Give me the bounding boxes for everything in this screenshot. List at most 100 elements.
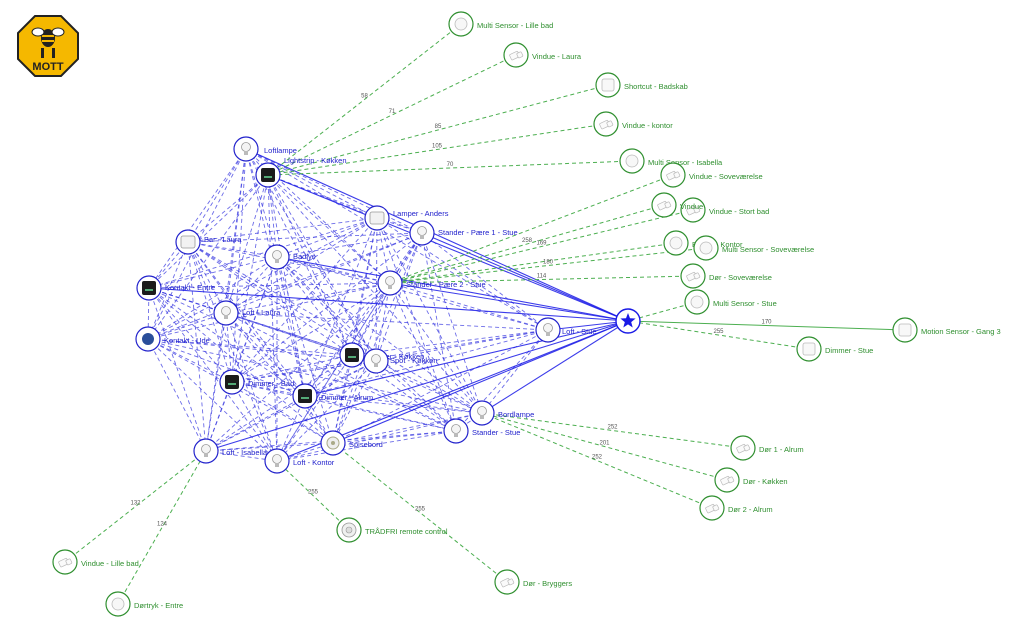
node-multi-isabella[interactable]: Multi Sensor - Isabella bbox=[619, 148, 723, 174]
mesh-link bbox=[304, 360, 377, 397]
link-quality-label: 71 bbox=[389, 109, 396, 115]
coordinator-link bbox=[389, 282, 629, 322]
mesh-link bbox=[332, 360, 377, 444]
node-label: Stander - Pære 1 - Stue bbox=[438, 228, 518, 237]
node-dimmer-kokken[interactable]: Dimmer - Køkken bbox=[339, 342, 424, 368]
node-label: Spisebord bbox=[349, 440, 383, 449]
mesh-link bbox=[304, 395, 483, 414]
node-dor-sovevaerelse[interactable]: Dør - Soveværelse bbox=[680, 263, 772, 289]
node-vindue-lille-bad[interactable]: Vindue - Lille bad bbox=[52, 549, 139, 575]
node-spot-kokken[interactable]: Spot - Køkken bbox=[363, 348, 438, 374]
router-mesh-links bbox=[147, 148, 549, 462]
node-vindue-laura[interactable]: Vindue - Laura bbox=[503, 42, 582, 68]
node-dimmer-stue[interactable]: Dimmer - Stue bbox=[796, 336, 873, 362]
mesh-link bbox=[147, 338, 377, 362]
node-tradfri-remote[interactable]: TRÅDFRI remote control bbox=[336, 517, 448, 543]
node-bar-laura[interactable]: Bar - Laura bbox=[175, 229, 242, 255]
node-multi-lille-bad[interactable]: Multi Sensor - Lille bad bbox=[448, 11, 553, 37]
mesh-link bbox=[187, 241, 207, 452]
mesh-link bbox=[304, 282, 391, 397]
node-label: Loft - Kontor bbox=[293, 458, 335, 467]
black-icon bbox=[261, 168, 275, 182]
contact-icon bbox=[686, 271, 701, 282]
node-kontakt-ude[interactable]: Kontakt - Ude bbox=[135, 326, 210, 352]
bulb-icon bbox=[385, 276, 395, 289]
node-loft-stue[interactable]: Loft - Stue bbox=[535, 317, 597, 343]
node-dor-bryggers[interactable]: Dør - Bryggers bbox=[494, 569, 572, 595]
node-stander-pare2-stue[interactable]: Stander - Pære 2 - Stue bbox=[377, 270, 486, 296]
mesh-link bbox=[187, 241, 391, 284]
node-multi-stue[interactable]: Multi Sensor - Stue bbox=[684, 289, 777, 315]
sensor-icon bbox=[699, 241, 713, 255]
mesh-link bbox=[276, 256, 377, 362]
mesh-link bbox=[231, 381, 278, 462]
end-device-link bbox=[267, 84, 609, 176]
node-multi-sovevaerelse[interactable]: Multi Sensor - Soveværelse bbox=[693, 235, 814, 261]
node-loft-isabella[interactable]: Loft - Isabella bbox=[193, 438, 268, 464]
mesh-link bbox=[332, 329, 549, 444]
node-motion-gang3[interactable]: Motion Sensor - Gang 3 bbox=[892, 317, 1001, 343]
link-quality-label: 258 bbox=[522, 238, 533, 244]
node-label: Vindue bbox=[680, 202, 703, 211]
node-loft-laura[interactable]: Loft - Laura bbox=[213, 300, 281, 326]
node-vindue-sovevaerelse[interactable]: Vindue - Soveværelse bbox=[660, 162, 763, 188]
mesh-link bbox=[276, 354, 353, 462]
node-lightstrip-kokken[interactable]: Lightstrip - Køkken bbox=[255, 156, 347, 188]
link-quality-label: 85 bbox=[435, 124, 442, 130]
node-dor1-alrum[interactable]: Dør 1 - Alrum bbox=[730, 435, 804, 461]
coordinator-node[interactable] bbox=[615, 308, 641, 334]
node-vindue-kontor[interactable]: Vindue - kontor bbox=[593, 111, 673, 137]
node-loft-kontor[interactable]: Loft - Kontor bbox=[264, 448, 335, 474]
node-vindue-stort-bad[interactable]: Vindue - Stort bad bbox=[680, 197, 769, 223]
node-dor2-alrum[interactable]: Dør 2 - Alrum bbox=[699, 495, 773, 521]
node-dimmer-alrum[interactable]: Dimmer - Alrum bbox=[292, 383, 373, 409]
end-device-link bbox=[332, 442, 508, 583]
mesh-link bbox=[375, 282, 391, 362]
node-bordlampe[interactable]: Bordlampe bbox=[469, 400, 534, 426]
mesh-link bbox=[147, 338, 233, 383]
link-quality-label: 105 bbox=[432, 144, 443, 150]
node-label: Shortcut - Badskab bbox=[624, 82, 688, 91]
end-device-link bbox=[481, 412, 728, 481]
link-quality-label: 58 bbox=[361, 94, 368, 100]
node-dimmer-bad[interactable]: Dimmer - Bad bbox=[219, 369, 294, 395]
mesh-link bbox=[376, 217, 549, 331]
node-dortryk-entre[interactable]: Dørtryk - Entre bbox=[105, 591, 183, 617]
mesh-link bbox=[375, 232, 423, 362]
contact-icon bbox=[58, 557, 73, 568]
mesh-link bbox=[147, 282, 391, 340]
mesh-link bbox=[276, 256, 306, 397]
node-badlys[interactable]: Badlys bbox=[264, 244, 316, 270]
mesh-link bbox=[187, 241, 377, 362]
button-icon bbox=[601, 78, 615, 92]
node-shortcut-badskab[interactable]: Shortcut - Badskab bbox=[595, 72, 688, 98]
bulb-icon bbox=[477, 406, 487, 419]
black-icon bbox=[345, 348, 359, 362]
bulb-icon bbox=[221, 306, 231, 319]
node-stander-pare1-stue[interactable]: Stander - Pære 1 - Stue bbox=[409, 220, 518, 246]
node-stander-stue[interactable]: Stander - Stue bbox=[443, 418, 520, 444]
node-vindue-stort-bad-2[interactable]: Vindue bbox=[651, 192, 703, 218]
mesh-link bbox=[332, 232, 423, 444]
bulb-icon bbox=[417, 226, 427, 239]
mesh-link bbox=[205, 395, 306, 452]
mesh-link bbox=[267, 174, 377, 362]
sensor-icon bbox=[690, 295, 704, 309]
contact-icon bbox=[500, 577, 515, 588]
link-quality-label: 252 bbox=[592, 455, 603, 461]
node-kontakt-entre[interactable]: Kontakt - Entre bbox=[136, 275, 215, 301]
button-icon bbox=[898, 323, 912, 337]
end-device-link bbox=[117, 450, 207, 605]
mesh-link bbox=[225, 312, 457, 432]
mesh-link bbox=[276, 360, 377, 462]
node-dor-kokken[interactable]: Dør - Køkken bbox=[714, 467, 788, 493]
mesh-link bbox=[267, 174, 378, 219]
node-loftlamp-bad[interactable]: Loftlampe bbox=[233, 136, 297, 162]
node-label: Dør - Bryggers bbox=[523, 579, 572, 588]
mesh-link bbox=[267, 174, 353, 356]
node-label: Loftlampe bbox=[264, 146, 297, 155]
node-spisebord[interactable]: Spisebord bbox=[320, 430, 383, 456]
node-lamper-anders[interactable]: Lamper - Anders bbox=[364, 205, 449, 231]
mesh-link bbox=[267, 174, 278, 462]
